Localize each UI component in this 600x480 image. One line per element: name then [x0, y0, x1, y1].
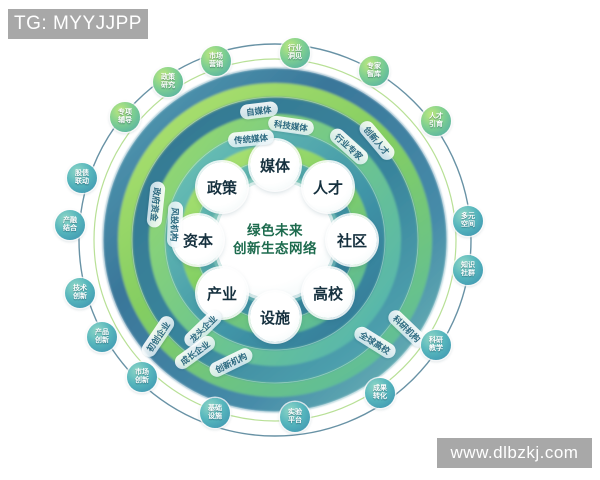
inner-node-label: 产业 [206, 285, 237, 303]
outer-node-achievement-transfer[interactable]: 成果转化 [365, 378, 395, 408]
center-line-2: 创新生态网络 [233, 241, 317, 256]
outer-node-industry-insight[interactable]: 行业洞见 [280, 38, 310, 68]
inner-node-industry[interactable]: 产业 [197, 268, 247, 318]
outer-node-label: 产品创新 [95, 329, 109, 344]
outer-node-special-coaching[interactable]: 专项辅导 [110, 102, 140, 132]
outer-node-label: 成果转化 [373, 385, 387, 400]
outer-connector-arc-green [93, 58, 457, 422]
inner-node-label: 媒体 [259, 157, 290, 175]
outer-node-policy-research[interactable]: 政策研究 [153, 67, 183, 97]
outer-node-label: 实验平台 [288, 409, 302, 424]
inner-node-label: 社区 [336, 232, 367, 250]
outer-node-label: 科研教学 [429, 337, 443, 352]
inner-node-university[interactable]: 高校 [303, 268, 353, 318]
outer-node-label: 专家智库 [367, 63, 381, 78]
inner-node-label: 资本 [182, 232, 213, 250]
outer-node-expert-thinktank[interactable]: 专家智库 [359, 56, 389, 86]
pill-text: 科技媒体 [273, 118, 309, 133]
outer-node-industry-finance[interactable]: 产融结合 [55, 210, 85, 240]
pill-text: 风投机构 [169, 207, 181, 242]
outer-node-market-innovation[interactable]: 市场创新 [127, 362, 157, 392]
outer-node-research-teaching[interactable]: 科研教学 [421, 330, 451, 360]
inner-node-policy[interactable]: 政策 [197, 162, 247, 212]
outer-node-tech-innovation[interactable]: 技术创新 [65, 278, 95, 308]
inner-node-facility[interactable]: 设施 [250, 292, 300, 342]
outer-node-market-marketing[interactable]: 市场营销 [201, 46, 231, 76]
outer-node-label: 市场营销 [209, 53, 223, 68]
outer-node-label: 政策研究 [161, 74, 175, 89]
outer-node-label: 技术创新 [73, 285, 87, 300]
outer-node-multi-space[interactable]: 多元空间 [453, 206, 483, 236]
inner-node-talent[interactable]: 人才 [303, 162, 353, 212]
outer-node-knowledge-community[interactable]: 知识社群 [453, 255, 483, 285]
outer-node-label: 基础设施 [208, 405, 222, 420]
inner-node-community[interactable]: 社区 [327, 215, 377, 265]
inner-node-label: 政策 [206, 179, 237, 197]
outer-node-lab-platform[interactable]: 实验平台 [280, 402, 310, 432]
tg-watermark-tag: TG: MYYJJPP [8, 9, 148, 39]
outer-node-label: 人才引育 [429, 113, 443, 128]
inner-node-media[interactable]: 媒体 [250, 140, 300, 190]
center-line-1: 绿色未来 [247, 222, 303, 238]
outer-node-label: 知识社群 [461, 262, 475, 277]
outer-node-talent-cultivation[interactable]: 人才引育 [421, 106, 451, 136]
inner-node-label: 设施 [259, 309, 290, 327]
middle-label-vc[interactable]: 风投机构 [166, 201, 184, 248]
inner-node-label: 高校 [312, 285, 343, 303]
outer-node-label: 产融结合 [63, 217, 77, 232]
outer-node-label: 专项辅导 [118, 109, 132, 124]
pill-text: 自媒体 [245, 103, 273, 118]
outer-node-equity-debt[interactable]: 股债联动 [67, 163, 97, 193]
outer-node-label: 行业洞见 [288, 45, 302, 60]
ecosystem-wheel: 绿色未来 创新生态网络 媒体 人才 社区 高校 设施 产业 资本 政策 自媒体 … [40, 35, 510, 445]
inner-node-label: 人才 [312, 179, 343, 197]
outer-node-label: 市场创新 [135, 369, 149, 384]
pill-text: 传统媒体 [233, 132, 269, 145]
site-watermark: www.dlbzkj.com [437, 438, 592, 468]
outer-node-product-innovation[interactable]: 产品创新 [87, 322, 117, 352]
pill-text: 政府资金 [149, 187, 163, 222]
outer-connector-arc [78, 43, 472, 437]
outer-node-infrastructure[interactable]: 基础设施 [200, 398, 230, 428]
outer-node-label: 股债联动 [75, 170, 89, 185]
outer-node-label: 多元空间 [461, 213, 475, 228]
